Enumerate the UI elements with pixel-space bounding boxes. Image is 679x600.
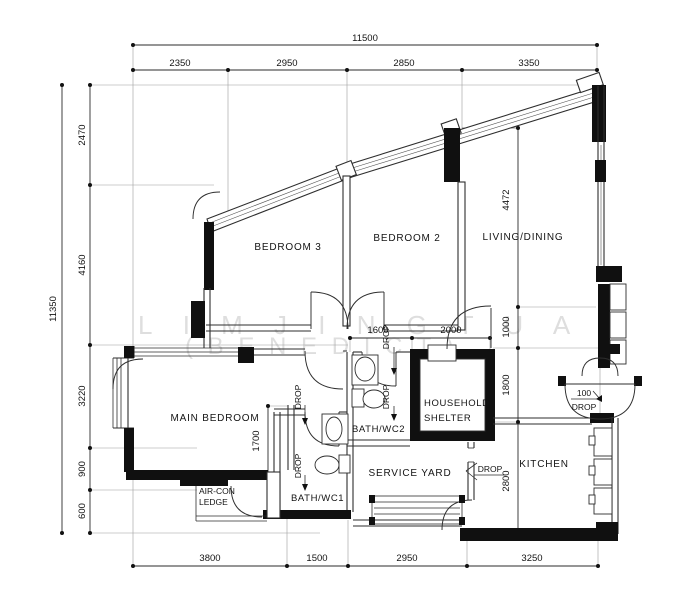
entrance-threshold-arc [581,357,619,377]
shelter-door-arc [446,305,492,350]
label-kitchen: KITCHEN [519,459,569,470]
label-living-dining: LIVING/DINING [483,232,564,243]
column [191,301,205,338]
dim-left-5: 600 [77,503,88,519]
bay-window-box [609,283,627,311]
slanted-facade-wall [206,85,605,233]
label-bedroom3: BEDROOM 3 [254,242,321,253]
dim-top-2: 2950 [276,58,297,69]
ledge-door-arc [230,485,263,518]
dim-right-4472: 4472 [501,189,512,210]
wall-segment [598,284,610,344]
bedroom2-door-arc [346,291,385,330]
kitchen-counter-box [593,427,613,457]
entrance-drop-label: DROP [572,402,597,412]
dim-right-2800: 2800 [501,470,512,491]
bay-window-door-arc [112,358,144,390]
entrance-door-fan [564,383,636,420]
partition-br3-br2 [342,175,351,327]
wall-segment [598,344,610,368]
bottom-wall [460,528,618,541]
dimension-labels: 11500 2350 2950 2850 3350 11350 2470 416… [48,33,543,564]
wall-segment [126,470,268,480]
label-aircon-2: LEDGE [199,497,228,507]
wall-segment [124,428,134,472]
dim-top-1: 2350 [169,58,190,69]
drop-label-bathwc2-1: DROP [381,324,391,349]
laundry-rack [371,495,463,525]
dim-bottom-3: 2950 [396,553,417,564]
kitchen-door-arc [441,499,473,531]
watermark-line2: ( B E N E D I C T ) [185,333,457,360]
label-service-yard: SERVICE YARD [369,468,452,479]
partition-br2-living [457,181,466,331]
column [595,160,606,182]
drop-annotations: DROP DROP DROP DROP DROP 100 DROP [293,324,602,491]
entrance-drop-100: 100 [577,388,591,398]
facade-end-tab [575,71,604,94]
column [592,85,606,142]
label-bedroom2: BEDROOM 2 [373,233,440,244]
wc1-toilet-bowl [314,455,340,475]
bay-window-box [609,311,627,339]
column [596,266,622,282]
dim-left-4: 900 [77,461,88,477]
column [238,347,254,363]
dim-top-4: 3350 [518,58,539,69]
kitchen-counter-box [593,487,613,515]
dim-top-3: 2850 [393,58,414,69]
dim-bottom-1: 3800 [199,553,220,564]
dim-left-3: 3220 [77,385,88,406]
dim-right-1800: 1800 [501,374,512,395]
wc2-basin [354,356,376,382]
dim-mid-2000: 2000 [440,325,461,336]
wall-segment [590,413,614,423]
dim-bottom-4: 3250 [521,553,542,564]
wc1-basin [325,416,343,442]
dim-left-total: 11350 [48,296,59,322]
kitchen-counter-box [593,458,613,486]
wc1-toilet-tank [338,454,351,474]
label-bath-wc2: BATH/WC2 [352,424,405,435]
dim-left-1: 2470 [77,124,88,145]
drop-label-corridor-2: DROP [293,453,303,478]
dim-bottom-2: 1500 [306,553,327,564]
wall-segment [180,477,228,486]
door-jamb [558,376,566,386]
dim-left-2: 4160 [77,254,88,275]
ledge-divider [266,471,281,519]
walls [112,71,642,541]
room-labels: BEDROOM 3 BEDROOM 2 LIVING/DINING MAIN B… [170,232,569,507]
column [444,128,460,182]
label-household-shelter-1: HOUSEHOLD [424,398,490,409]
dim-1700: 1700 [251,430,262,451]
drop-label-service-yard: DROP [478,464,503,474]
drop-label-corridor-1: DROP [293,384,303,409]
main-bedroom-door-arc [304,350,344,390]
column [204,222,214,290]
column [124,346,134,358]
door-jamb [634,376,642,386]
dim-mid-1600: 1600 [367,325,388,336]
dim-right-1000: 1000 [501,316,512,337]
household-shelter-interior [419,358,486,432]
wc2-toilet-bowl [362,389,386,409]
label-aircon-1: AIR-CON [199,486,235,496]
balcony-door-arc [192,191,221,220]
dim-top-total: 11500 [352,33,378,44]
label-main-bedroom: MAIN BEDROOM [170,413,259,424]
wall-segment [263,510,351,519]
dimension-lines [60,43,600,568]
household-shelter-door-opening [427,344,457,362]
wc2-toilet-tank [351,388,365,408]
label-household-shelter-2: SHELTER [424,413,471,424]
drop-label-bathwc2-2: DROP [381,384,391,409]
label-bath-wc1: BATH/WC1 [291,493,344,504]
fixtures [314,354,613,525]
